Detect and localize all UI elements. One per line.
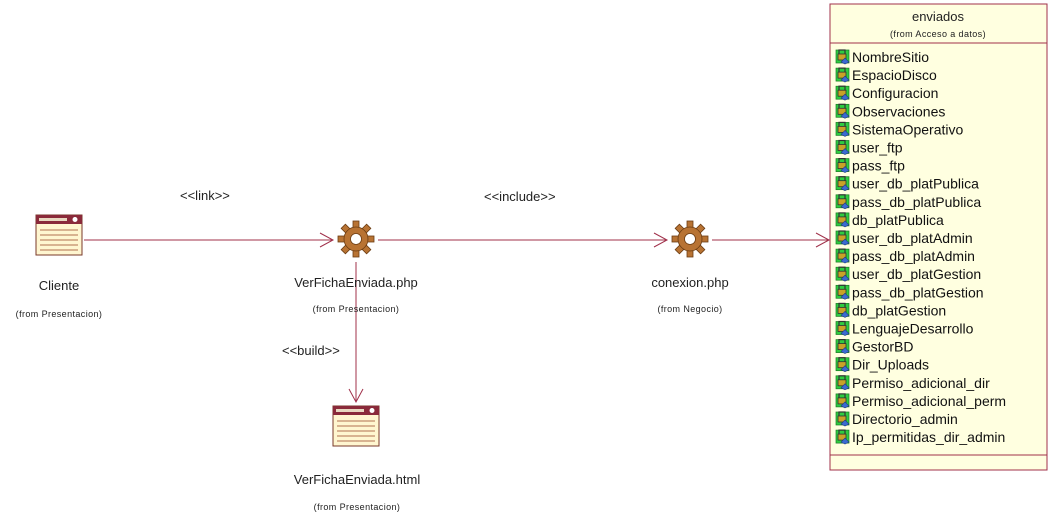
attribute-icon xyxy=(835,411,850,427)
attribute-label: LenguajeDesarrollo xyxy=(852,321,974,337)
attribute-label: Observaciones xyxy=(852,103,945,119)
conexion-node[interactable]: conexion.php (from Negocio) xyxy=(651,220,729,314)
link-arrowhead xyxy=(319,232,335,248)
gear-icon xyxy=(337,220,375,258)
dependency-arrowhead xyxy=(815,232,831,248)
attribute-icon xyxy=(835,230,850,246)
attribute-icon xyxy=(835,49,850,65)
verficha-html-package: (from Presentacion) xyxy=(314,502,401,512)
cliente-package: (from Presentacion) xyxy=(16,309,103,319)
attribute-label: pass_db_platPublica xyxy=(852,194,981,210)
attribute-row: EspacioDisco xyxy=(835,67,937,83)
verficha-html-node[interactable]: VerFichaEnviada.html (from Presentacion) xyxy=(294,405,421,512)
attribute-label: SistemaOperativo xyxy=(852,121,963,137)
attribute-icon xyxy=(835,176,850,192)
attribute-row: Ip_permitidas_dir_admin xyxy=(835,429,1005,445)
attribute-icon xyxy=(835,357,850,373)
attribute-icon xyxy=(835,375,850,391)
attribute-icon xyxy=(835,67,850,83)
class-package: (from Acceso a datos) xyxy=(890,29,986,39)
page-icon xyxy=(332,405,380,447)
attribute-row: db_platGestion xyxy=(835,302,946,318)
attribute-row: pass_db_platPublica xyxy=(835,194,981,210)
attribute-label: user_db_platAdmin xyxy=(852,230,973,246)
link-stereotype: <<link>> xyxy=(180,188,230,203)
gear-icon xyxy=(671,220,709,258)
attribute-icon xyxy=(835,393,850,409)
build-stereotype: <<build>> xyxy=(282,343,340,358)
attribute-label: user_db_platPublica xyxy=(852,176,979,192)
attribute-icon xyxy=(835,339,850,355)
attribute-row: Permiso_adicional_dir xyxy=(835,375,990,391)
attribute-list: NombreSitioEspacioDiscoConfiguracionObse… xyxy=(835,49,1006,445)
verficha-php-node[interactable]: VerFichaEnviada.php (from Presentacion) xyxy=(294,220,418,314)
attribute-row: Permiso_adicional_perm xyxy=(835,393,1006,409)
page-icon xyxy=(35,214,83,256)
attribute-row: Directorio_admin xyxy=(835,411,958,427)
attribute-label: Configuracion xyxy=(852,85,938,101)
attribute-icon xyxy=(835,284,850,300)
cliente-node[interactable]: Cliente (from Presentacion) xyxy=(16,214,103,319)
conexion-label: conexion.php xyxy=(651,275,728,290)
enviados-class-box[interactable]: enviados (from Acceso a datos) NombreSit… xyxy=(829,3,1048,471)
attribute-row: Dir_Uploads xyxy=(835,357,929,373)
attribute-row: NombreSitio xyxy=(835,49,929,65)
attribute-label: EspacioDisco xyxy=(852,67,937,83)
attribute-row: LenguajeDesarrollo xyxy=(835,320,974,337)
class-name: enviados xyxy=(912,9,965,24)
attribute-label: pass_db_platAdmin xyxy=(852,248,975,264)
attribute-label: Directorio_admin xyxy=(852,411,958,427)
attribute-row: Observaciones xyxy=(835,103,945,119)
attribute-row: SistemaOperativo xyxy=(835,121,963,137)
include-stereotype: <<include>> xyxy=(484,189,556,204)
attribute-label: pass_ftp xyxy=(852,158,905,174)
attribute-row: GestorBD xyxy=(835,339,913,355)
attribute-icon xyxy=(835,266,850,282)
attribute-row: Configuracion xyxy=(835,85,938,101)
attribute-row: pass_ftp xyxy=(835,158,905,174)
attribute-row: user_db_platGestion xyxy=(835,266,981,282)
attribute-icon xyxy=(835,212,850,228)
attribute-icon xyxy=(835,320,850,337)
verficha-php-label: VerFichaEnviada.php xyxy=(294,275,418,290)
attribute-icon xyxy=(835,194,850,210)
attribute-icon xyxy=(835,302,850,318)
attribute-label: Permiso_adicional_perm xyxy=(852,393,1006,409)
attribute-row: user_db_platPublica xyxy=(835,176,979,192)
attribute-row: db_platPublica xyxy=(835,212,944,228)
attribute-row: pass_db_platAdmin xyxy=(835,248,975,264)
attribute-label: Dir_Uploads xyxy=(852,357,929,373)
attribute-icon xyxy=(835,429,850,445)
attribute-row: user_ftp xyxy=(835,139,903,156)
attribute-icon xyxy=(835,248,850,264)
attribute-icon xyxy=(835,158,850,174)
verficha-php-package: (from Presentacion) xyxy=(313,304,400,314)
attribute-label: NombreSitio xyxy=(852,49,929,65)
attribute-label: pass_db_platGestion xyxy=(852,284,984,300)
build-arrowhead xyxy=(348,388,364,404)
attribute-label: db_platGestion xyxy=(852,302,946,318)
attribute-label: user_ftp xyxy=(852,140,903,156)
cliente-label: Cliente xyxy=(39,278,79,293)
verficha-html-label: VerFichaEnviada.html xyxy=(294,472,421,487)
attribute-icon xyxy=(835,103,850,119)
attribute-label: Ip_permitidas_dir_admin xyxy=(852,429,1005,445)
include-arrowhead xyxy=(653,232,669,248)
attribute-label: GestorBD xyxy=(852,339,913,355)
attribute-icon xyxy=(835,139,850,156)
attribute-label: user_db_platGestion xyxy=(852,266,981,282)
attribute-label: db_platPublica xyxy=(852,212,944,228)
conexion-package: (from Negocio) xyxy=(657,304,722,314)
attribute-icon xyxy=(835,121,850,137)
attribute-row: user_db_platAdmin xyxy=(835,230,973,246)
attribute-icon xyxy=(835,85,850,101)
attribute-row: pass_db_platGestion xyxy=(835,284,984,300)
attribute-label: Permiso_adicional_dir xyxy=(852,375,990,391)
